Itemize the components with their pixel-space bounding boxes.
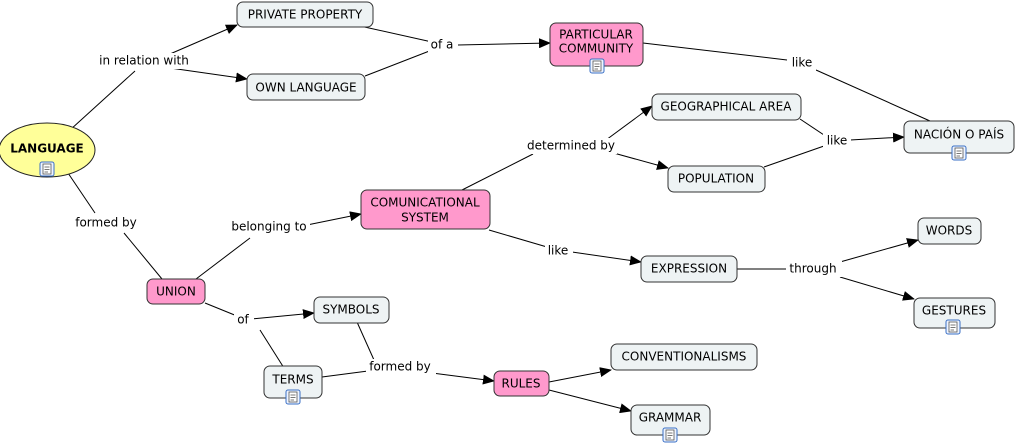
link-of: of [237, 313, 249, 327]
concept-private-property-label: PRIVATE PROPERTY [248, 8, 363, 22]
link-formed-by-union: formed by [75, 216, 137, 230]
edge [763, 145, 825, 168]
edge [461, 153, 534, 191]
concept-particular-community[interactable]: PARTICULAR COMMUNITY [549, 22, 644, 74]
concept-gestures[interactable]: GESTURES [913, 297, 996, 335]
edge-arrow [839, 238, 919, 263]
concept-symbols-label: SYMBOLS [322, 303, 379, 317]
document-icon[interactable] [39, 161, 55, 177]
edge [259, 329, 285, 369]
edge-arrow [250, 309, 315, 320]
concept-expression[interactable]: EXPRESSION [640, 255, 738, 283]
link-determined-by: determined by [527, 139, 615, 153]
document-icon[interactable] [662, 427, 678, 443]
edge-arrow [849, 132, 905, 143]
concept-geographical-area-label: GEOGRAPHICAL AREA [661, 100, 793, 114]
edge [69, 70, 136, 131]
concept-population-label: POPULATION [678, 172, 754, 186]
edges [67, 24, 931, 414]
document-icon[interactable] [945, 319, 961, 335]
edge [488, 229, 548, 248]
edge-arrow [571, 251, 642, 266]
link-in-relation-with: in relation with [99, 54, 189, 68]
concept-words-label: WORDS [926, 224, 973, 238]
concept-private-property[interactable]: PRIVATE PROPERTY [236, 1, 374, 28]
concept-nacion-o-pais-label: NACIÓN O PAÍS [914, 127, 1004, 142]
edge [321, 370, 369, 378]
edge [815, 69, 931, 122]
link-like-population: like [827, 134, 848, 148]
concept-union-label: UNION [156, 285, 196, 299]
edge [67, 172, 96, 214]
concept-language-label: LANGUAGE [10, 142, 84, 156]
linking-phrases: in relation with of a like determined by… [72, 37, 851, 375]
edge-arrow [306, 211, 362, 226]
concept-particular-community-line1: PARTICULAR [559, 28, 633, 42]
concept-conventionalisms[interactable]: CONVENTIONALISMS [610, 343, 758, 371]
link-like-community: like [792, 56, 813, 70]
concept-grammar-label: GRAMMAR [639, 411, 702, 425]
concept-gestures-label: GESTURES [922, 304, 986, 318]
concept-nacion-o-pais[interactable]: NACIÓN O PAÍS [903, 120, 1015, 161]
edge [364, 49, 433, 77]
link-belonging-to: belonging to [231, 220, 306, 234]
edge [195, 237, 251, 280]
edge-arrow [457, 38, 551, 49]
concept-conventionalisms-label: CONVENTIONALISMS [622, 350, 747, 364]
link-through: through [789, 262, 836, 276]
edge-arrow [169, 67, 248, 83]
concept-union[interactable]: UNION [146, 278, 206, 305]
concept-particular-community-line2: COMMUNITY [559, 42, 634, 56]
link-like-expression: like [548, 244, 569, 258]
edge-arrow [169, 24, 238, 55]
concept-population[interactable]: POPULATION [667, 165, 766, 193]
concept-comunicational-system[interactable]: COMUNICATIONAL SYSTEM [360, 189, 491, 230]
document-icon[interactable] [589, 58, 605, 74]
concept-comunicational-system-line2: SYSTEM [401, 211, 449, 225]
document-icon[interactable] [285, 389, 301, 405]
edge [123, 232, 163, 280]
concept-grammar[interactable]: GRAMMAR [630, 404, 711, 443]
concept-comunicational-system-line1: COMUNICATIONAL [370, 196, 480, 210]
edge [204, 302, 238, 317]
edge [642, 42, 788, 61]
concept-own-language[interactable]: OWN LANGUAGE [246, 73, 366, 101]
link-of-a: of a [431, 38, 454, 52]
concept-rules[interactable]: RULES [493, 370, 550, 397]
edge [356, 321, 375, 361]
concept-geographical-area[interactable]: GEOGRAPHICAL AREA [651, 93, 802, 121]
concept-terms[interactable]: TERMS [263, 365, 323, 405]
edge [359, 25, 433, 43]
concept-language[interactable]: LANGUAGE [0, 122, 96, 178]
link-formed-by-rules: formed by [369, 360, 431, 374]
concept-words[interactable]: WORDS [917, 217, 982, 245]
concept-rules-label: RULES [501, 377, 540, 391]
edge-arrow [548, 389, 632, 414]
concept-own-language-label: OWN LANGUAGE [255, 81, 356, 95]
edge-arrow [839, 276, 915, 301]
edge-arrow [548, 367, 612, 383]
edge [799, 118, 828, 138]
concept-terms-label: TERMS [271, 373, 313, 387]
concept-symbols[interactable]: SYMBOLS [313, 296, 390, 324]
edge-arrow [605, 105, 653, 141]
edge-arrow [431, 372, 495, 385]
edge-arrow [609, 151, 669, 170]
concept-expression-label: EXPRESSION [651, 262, 727, 276]
document-icon[interactable] [951, 145, 967, 161]
